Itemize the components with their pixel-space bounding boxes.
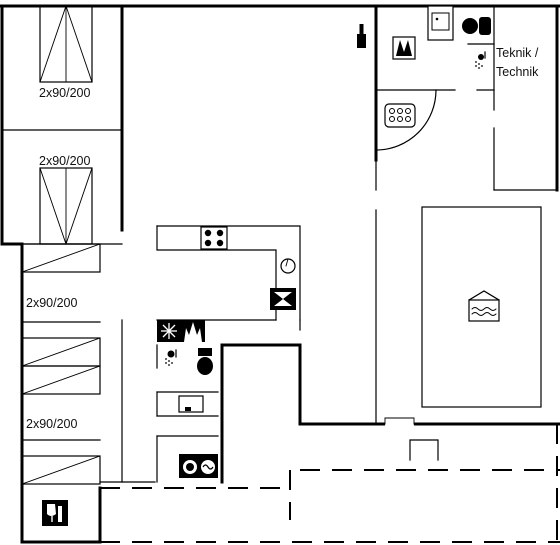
pool-icon — [468, 290, 500, 322]
pool-basin — [421, 206, 542, 408]
bed-3 — [21, 243, 101, 273]
bed-label-3: 2x90/200 — [26, 296, 77, 310]
sink-icon-bath — [178, 395, 204, 413]
bed-1 — [39, 5, 93, 83]
bed-label-2: 2x90/200 — [39, 154, 90, 168]
sink-icon-utility — [427, 5, 454, 41]
bed-5 — [21, 365, 101, 395]
bottle-icon — [357, 24, 366, 48]
washing-machine-icon — [179, 454, 218, 478]
wine-icon — [42, 500, 68, 526]
bed-4 — [21, 337, 101, 367]
bed-2 — [39, 167, 93, 245]
toilet-icon — [197, 348, 213, 375]
bed-label-1: 2x90/200 — [39, 86, 90, 100]
bedroom-walls — [1, 129, 156, 483]
fireplace-icon — [181, 320, 205, 342]
sauna-door-swing — [375, 89, 437, 151]
shower-icon-bath — [165, 349, 177, 366]
kitchen-counter — [156, 225, 301, 331]
bed-6 — [21, 455, 101, 485]
central-walls — [156, 319, 302, 484]
dishwasher-icon — [270, 288, 296, 310]
fridge-freezer-icon — [157, 320, 181, 342]
shower-icon — [475, 51, 486, 69]
bed-label-4: 2x90/200 — [26, 417, 77, 431]
pool-room-walls — [375, 127, 558, 426]
dryer-icon — [392, 36, 416, 60]
technical-room-label-line-2: Technik — [496, 65, 539, 79]
technical-room-label-line-1: Teknik / — [496, 46, 539, 60]
sink-icon — [280, 258, 296, 274]
sauna-icon — [384, 103, 416, 128]
outer-walls — [0, 4, 560, 544]
stove-icon — [200, 226, 228, 250]
terrace-outline — [98, 422, 560, 544]
toilet-icon-utility — [462, 17, 491, 35]
